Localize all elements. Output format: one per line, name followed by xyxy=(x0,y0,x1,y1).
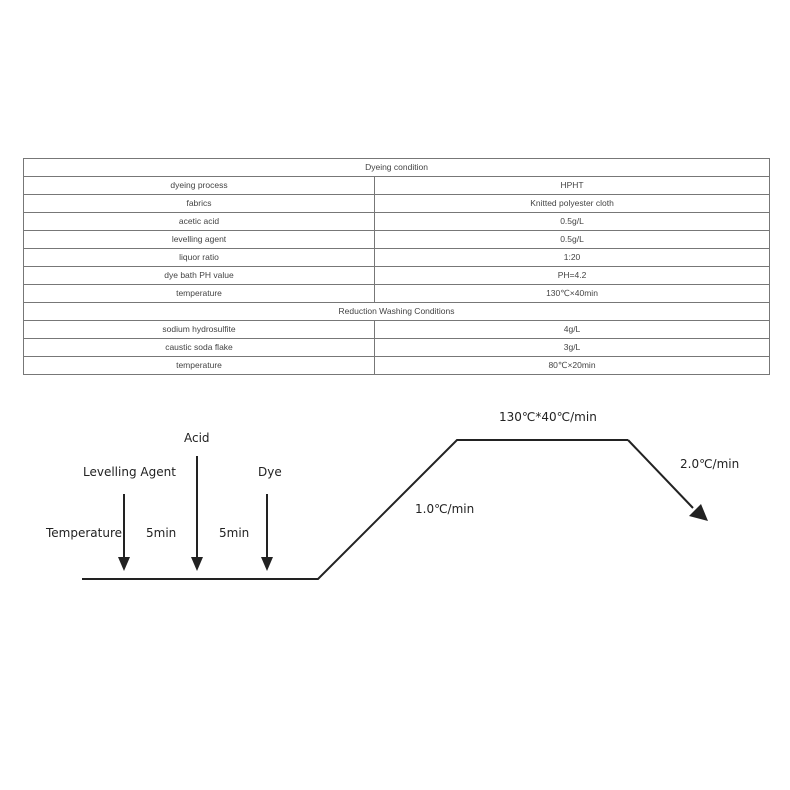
label-levelling-agent: Levelling Agent xyxy=(83,465,176,479)
label-hold: 130℃*40℃/min xyxy=(499,410,597,424)
table-row: levelling agent 0.5g/L xyxy=(23,230,771,249)
row-value: Knitted polyester cloth xyxy=(373,194,771,213)
dye-arrow-icon xyxy=(261,557,273,571)
levelling-agent-arrow-icon xyxy=(118,557,130,571)
table-section-header: Reduction Washing Conditions xyxy=(22,302,771,321)
label-interval-1: 5min xyxy=(146,526,176,540)
label-dye: Dye xyxy=(258,465,282,479)
row-label: temperature xyxy=(23,356,375,375)
cooling-arrowhead-icon xyxy=(689,504,708,521)
label-acid: Acid xyxy=(184,431,210,445)
row-label: levelling agent xyxy=(23,230,375,249)
row-label: caustic soda flake xyxy=(23,338,375,357)
cooling-line xyxy=(627,439,694,509)
row-label: acetic acid xyxy=(23,212,375,231)
row-label: dye bath PH value xyxy=(23,266,375,285)
row-value: PH=4.2 xyxy=(373,266,771,285)
table-row: fabrics Knitted polyester cloth xyxy=(23,194,771,213)
section-title-dyeing: Dyeing condition xyxy=(22,158,771,177)
row-value: 130℃×40min xyxy=(373,284,771,303)
table-row: acetic acid 0.5g/L xyxy=(23,212,771,231)
label-cooling-rate: 2.0℃/min xyxy=(680,457,739,471)
label-heating-rate: 1.0℃/min xyxy=(415,502,474,516)
row-label: sodium hydrosulfite xyxy=(23,320,375,339)
row-value: 3g/L xyxy=(373,338,771,357)
row-value: 0.5g/L xyxy=(373,230,771,249)
table-row: temperature 80℃×20min xyxy=(23,356,771,375)
row-value: 4g/L xyxy=(373,320,771,339)
row-label: liquor ratio xyxy=(23,248,375,267)
row-label: temperature xyxy=(23,284,375,303)
table-section-header: Dyeing condition xyxy=(22,158,771,177)
table-row: caustic soda flake 3g/L xyxy=(23,338,771,357)
row-value: 80℃×20min xyxy=(373,356,771,375)
table-row: temperature 130℃×40min xyxy=(23,284,771,303)
table-row: dyeing process HPHT xyxy=(23,176,771,195)
row-value: 0.5g/L xyxy=(373,212,771,231)
table-row: liquor ratio 1:20 xyxy=(23,248,771,267)
row-value: HPHT xyxy=(373,176,771,195)
row-label: fabrics xyxy=(23,194,375,213)
dyeing-process-diagram: Temperature Levelling Agent Acid Dye 5mi… xyxy=(45,410,739,580)
label-interval-2: 5min xyxy=(219,526,249,540)
temperature-profile-line xyxy=(82,439,628,580)
table-row: sodium hydrosulfite 4g/L xyxy=(23,320,771,339)
row-value: 1:20 xyxy=(373,248,771,267)
label-temperature: Temperature xyxy=(45,526,122,540)
section-title-reduction: Reduction Washing Conditions xyxy=(22,302,771,321)
table-row: dye bath PH value PH=4.2 xyxy=(23,266,771,285)
row-label: dyeing process xyxy=(23,176,375,195)
dyeing-conditions-table: Dyeing condition dyeing process HPHT fab… xyxy=(22,158,771,375)
acid-arrow-icon xyxy=(191,557,203,571)
